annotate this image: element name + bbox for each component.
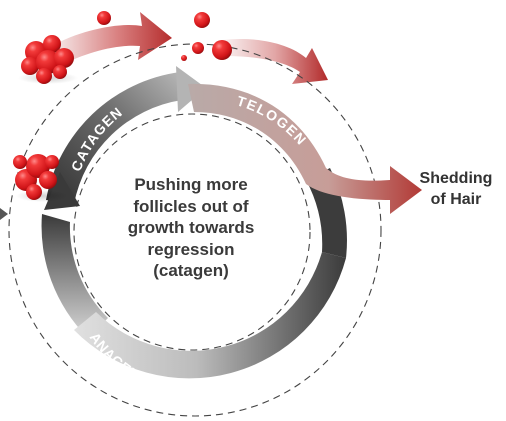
bubble — [212, 40, 232, 60]
center-description: Pushing more follicles out of growth tow… — [100, 174, 282, 282]
bubble — [181, 55, 187, 61]
top-arrow-right — [222, 38, 328, 84]
top-arrow-left — [52, 12, 172, 66]
catagen-band — [46, 72, 182, 204]
bubble — [192, 42, 204, 54]
bubble-cluster-top-left — [21, 35, 74, 84]
left-band — [41, 214, 109, 338]
left-edge-arrow — [0, 208, 8, 220]
center-line: (catagen) — [153, 261, 229, 280]
telogen-band — [188, 83, 422, 214]
bubble — [194, 12, 210, 28]
outcome-line: Shedding — [419, 170, 493, 187]
anagen-band — [74, 252, 346, 379]
center-line: regression — [147, 239, 235, 259]
shedding-label: Shedding of Hair — [406, 168, 506, 210]
center-line: growth towards — [127, 218, 255, 237]
inner-dashed-ring — [73, 113, 311, 351]
bubble-cluster-left — [13, 154, 59, 200]
center-line: follicles out of — [133, 196, 249, 216]
bubble — [97, 11, 111, 25]
center-line: Pushing more — [134, 175, 248, 194]
outcome-line: of Hair — [430, 191, 482, 208]
